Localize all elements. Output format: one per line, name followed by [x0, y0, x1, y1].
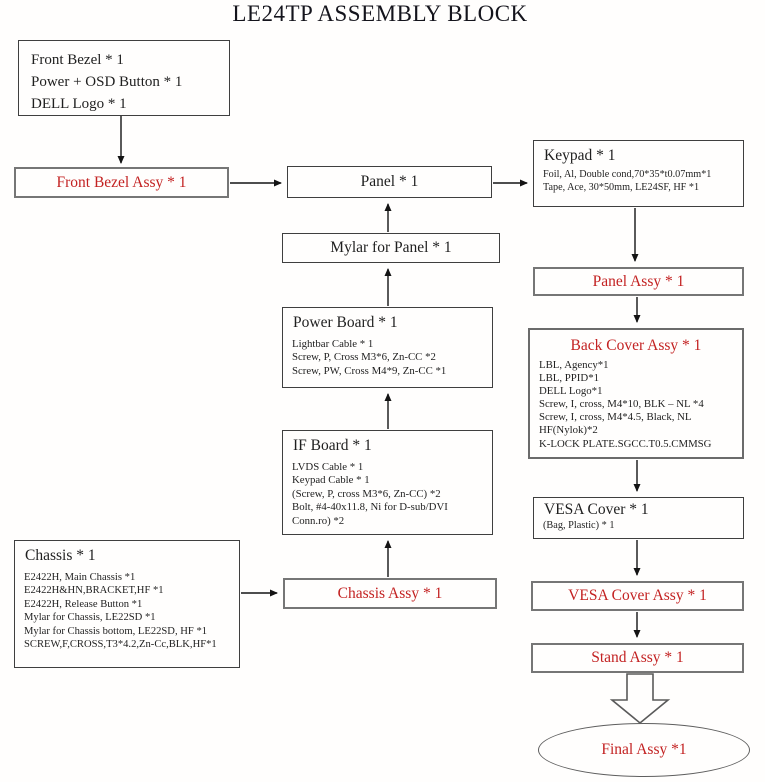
node-panel-assy: Panel Assy * 1: [533, 267, 744, 296]
node-back-cover-assy: Back Cover Assy * 1 LBL, Agency*1 LBL, P…: [528, 328, 744, 459]
node-vesa-cover: VESA Cover * 1 (Bag, Plastic) * 1: [533, 497, 744, 539]
part-line: Mylar for Chassis, LE22SD *1: [24, 612, 156, 624]
node-power-board: Power Board * 1 Lightbar Cable * 1 Screw…: [282, 307, 493, 388]
node-title: Keypad * 1: [544, 147, 616, 164]
node-label: Final Assy *1: [601, 741, 687, 758]
part-line: LBL, PPID*1: [539, 372, 599, 385]
node-title: VESA Cover * 1: [544, 501, 649, 518]
node-mylar-for-panel: Mylar for Panel * 1: [282, 233, 500, 263]
node-title: Back Cover Assy * 1: [570, 337, 702, 354]
part-line: LBL, Agency*1: [539, 359, 609, 371]
part-line: Tape, Ace, 30*50mm, LE24SF, HF *1: [543, 181, 700, 193]
node-chassis-assy: Chassis Assy * 1: [283, 578, 497, 609]
part-line: Lightbar Cable * 1: [292, 338, 374, 350]
node-title: IF Board * 1: [293, 437, 372, 454]
node-stand-assy: Stand Assy * 1: [531, 643, 744, 673]
block-arrow-standassy-to-final-icon: [609, 673, 671, 725]
node-keypad: Keypad * 1 Foil, Al, Double cond,70*35*t…: [533, 140, 744, 207]
node-final-assy: Final Assy *1: [538, 723, 750, 777]
part-line: Screw, I, cross, M4*4.5, Black, NL: [539, 411, 692, 424]
node-front-bezel-assy: Front Bezel Assy * 1: [14, 167, 229, 198]
part-line: E2422H&HN,BRACKET,HF *1: [24, 585, 164, 597]
part-line: (Bag, Plastic) * 1: [543, 520, 615, 531]
part-line: E2422H, Main Chassis *1: [24, 572, 136, 583]
part-line: K-LOCK PLATE.SGCC.T0.5.CMMSG: [539, 437, 712, 450]
node-label: Panel * 1: [360, 173, 419, 190]
part-line: DELL Logo*1: [539, 385, 603, 398]
node-title: Chassis * 1: [25, 547, 96, 564]
node-label: Front Bezel Assy * 1: [56, 173, 187, 191]
part-line: E2422H, Release Button *1: [24, 598, 143, 610]
node-label: Stand Assy * 1: [591, 649, 684, 666]
part-line: SCREW,F,CROSS,T3*4.2,Zn-Cc,BLK,HF*1: [24, 639, 217, 651]
part-line: LVDS Cable * 1: [292, 461, 364, 473]
part-line: Conn.ro) *2: [292, 514, 345, 527]
part-line: Mylar for Chassis bottom, LE22SD, HF *1: [24, 625, 208, 637]
node-label: Chassis Assy * 1: [337, 584, 443, 602]
part-line: Front Bezel * 1: [31, 52, 124, 68]
node-front-bezel-parts: Front Bezel * 1 Power + OSD Button * 1 D…: [18, 40, 230, 116]
part-line: Screw, PW, Cross M4*9, Zn-CC *1: [292, 364, 447, 377]
part-line: Screw, P, Cross M3*6, Zn-CC *2: [292, 351, 436, 364]
part-line: Keypad Cable * 1: [292, 474, 370, 487]
node-if-board: IF Board * 1 LVDS Cable * 1 Keypad Cable…: [282, 430, 493, 535]
diagram-title: LE24TP ASSEMBLY BLOCK: [232, 1, 528, 26]
node-label: Panel Assy * 1: [592, 272, 685, 290]
node-panel: Panel * 1: [287, 166, 492, 198]
node-chassis: Chassis * 1 E2422H, Main Chassis *1 E242…: [14, 540, 240, 668]
part-line: Foil, Al, Double cond,70*35*t0.07mm*1: [543, 169, 712, 180]
part-line: DELL Logo * 1: [31, 96, 127, 112]
part-line: Power + OSD Button * 1: [31, 74, 183, 90]
node-vesa-cover-assy: VESA Cover Assy * 1: [531, 581, 744, 611]
node-label: Mylar for Panel * 1: [330, 239, 452, 256]
part-line: Screw, I, cross, M4*10, BLK – NL *4: [539, 398, 704, 411]
part-line: (Screw, P, cross M3*6, Zn-CC) *2: [292, 487, 441, 500]
node-label: VESA Cover Assy * 1: [568, 587, 707, 604]
part-line: HF(Nylok)*2: [539, 424, 598, 437]
node-title: Power Board * 1: [293, 314, 398, 331]
part-line: Bolt, #4-40x11.8, Ni for D-sub/DVI: [292, 501, 448, 514]
